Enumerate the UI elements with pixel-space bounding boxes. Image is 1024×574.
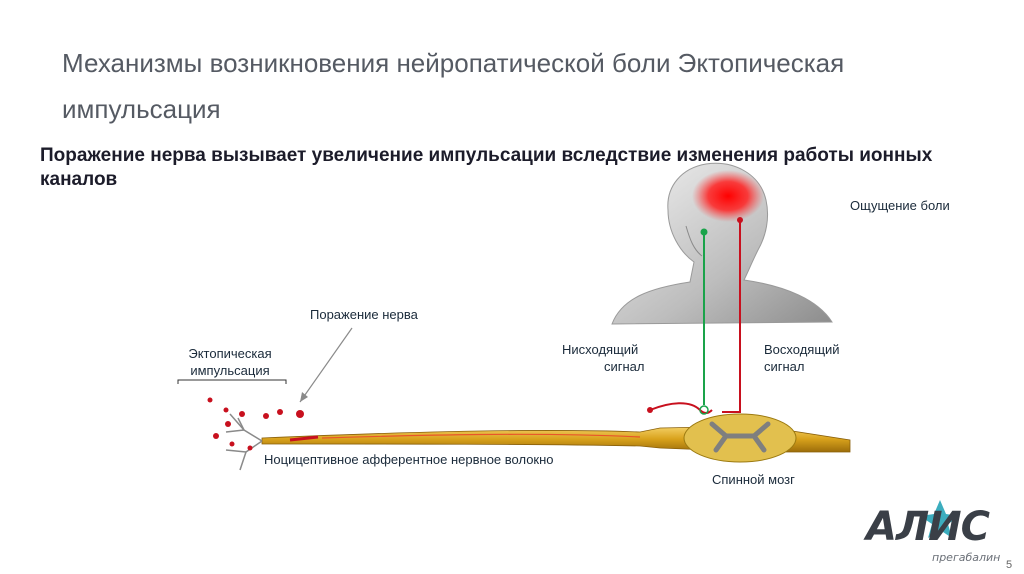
ectopic-impulses — [207, 397, 304, 451]
spinal-cord-label: Спинной мозг — [712, 472, 795, 487]
logo-name: АЛИС — [866, 504, 990, 550]
nerve-endings — [225, 413, 263, 471]
nerve-damage-label: Поражение нерва — [310, 307, 418, 322]
synapse-endpoint — [647, 407, 653, 413]
ectopic-label: Эктопическая импульсация — [160, 345, 300, 379]
star-logo-icon — [920, 500, 960, 538]
descending-label-line2: сигнал — [604, 359, 645, 374]
synapse-connection — [649, 402, 713, 414]
pain-area-icon — [692, 170, 764, 222]
ectopic-bracket — [177, 379, 287, 384]
logo-tagline: прегабалин — [932, 551, 1001, 564]
ascending-signal-origin — [737, 217, 743, 223]
arrow-head — [300, 392, 308, 402]
spinal-cord — [683, 413, 797, 463]
ectopic-label-line2: импульсация — [190, 363, 270, 378]
descending-label: Нисходящий сигнал — [562, 341, 672, 375]
ascending-label-line1: Восходящий — [764, 342, 840, 357]
descending-label-line1: Нисходящий — [562, 342, 639, 357]
descending-signal-origin — [700, 228, 708, 236]
nerve-fiber-label: Ноцицептивное афферентное нервное волокн… — [264, 452, 554, 467]
synapse-node — [699, 405, 709, 415]
ectopic-label-line1: Эктопическая — [188, 346, 272, 361]
ascending-label: Восходящий сигнал — [764, 341, 874, 375]
slide-title: Механизмы возникновения нейропатической … — [62, 48, 845, 124]
ascending-label-line2: сигнал — [764, 359, 805, 374]
slide-subtitle: Поражение нерва вызывает увеличение импу… — [40, 145, 933, 190]
ascending-signal-line — [722, 220, 741, 413]
nerve-damage-arrow — [299, 327, 353, 403]
pain-sensation-label: Ощущение боли — [850, 198, 950, 213]
head-illustration — [611, 162, 833, 325]
page-number: 5 — [1006, 559, 1013, 571]
